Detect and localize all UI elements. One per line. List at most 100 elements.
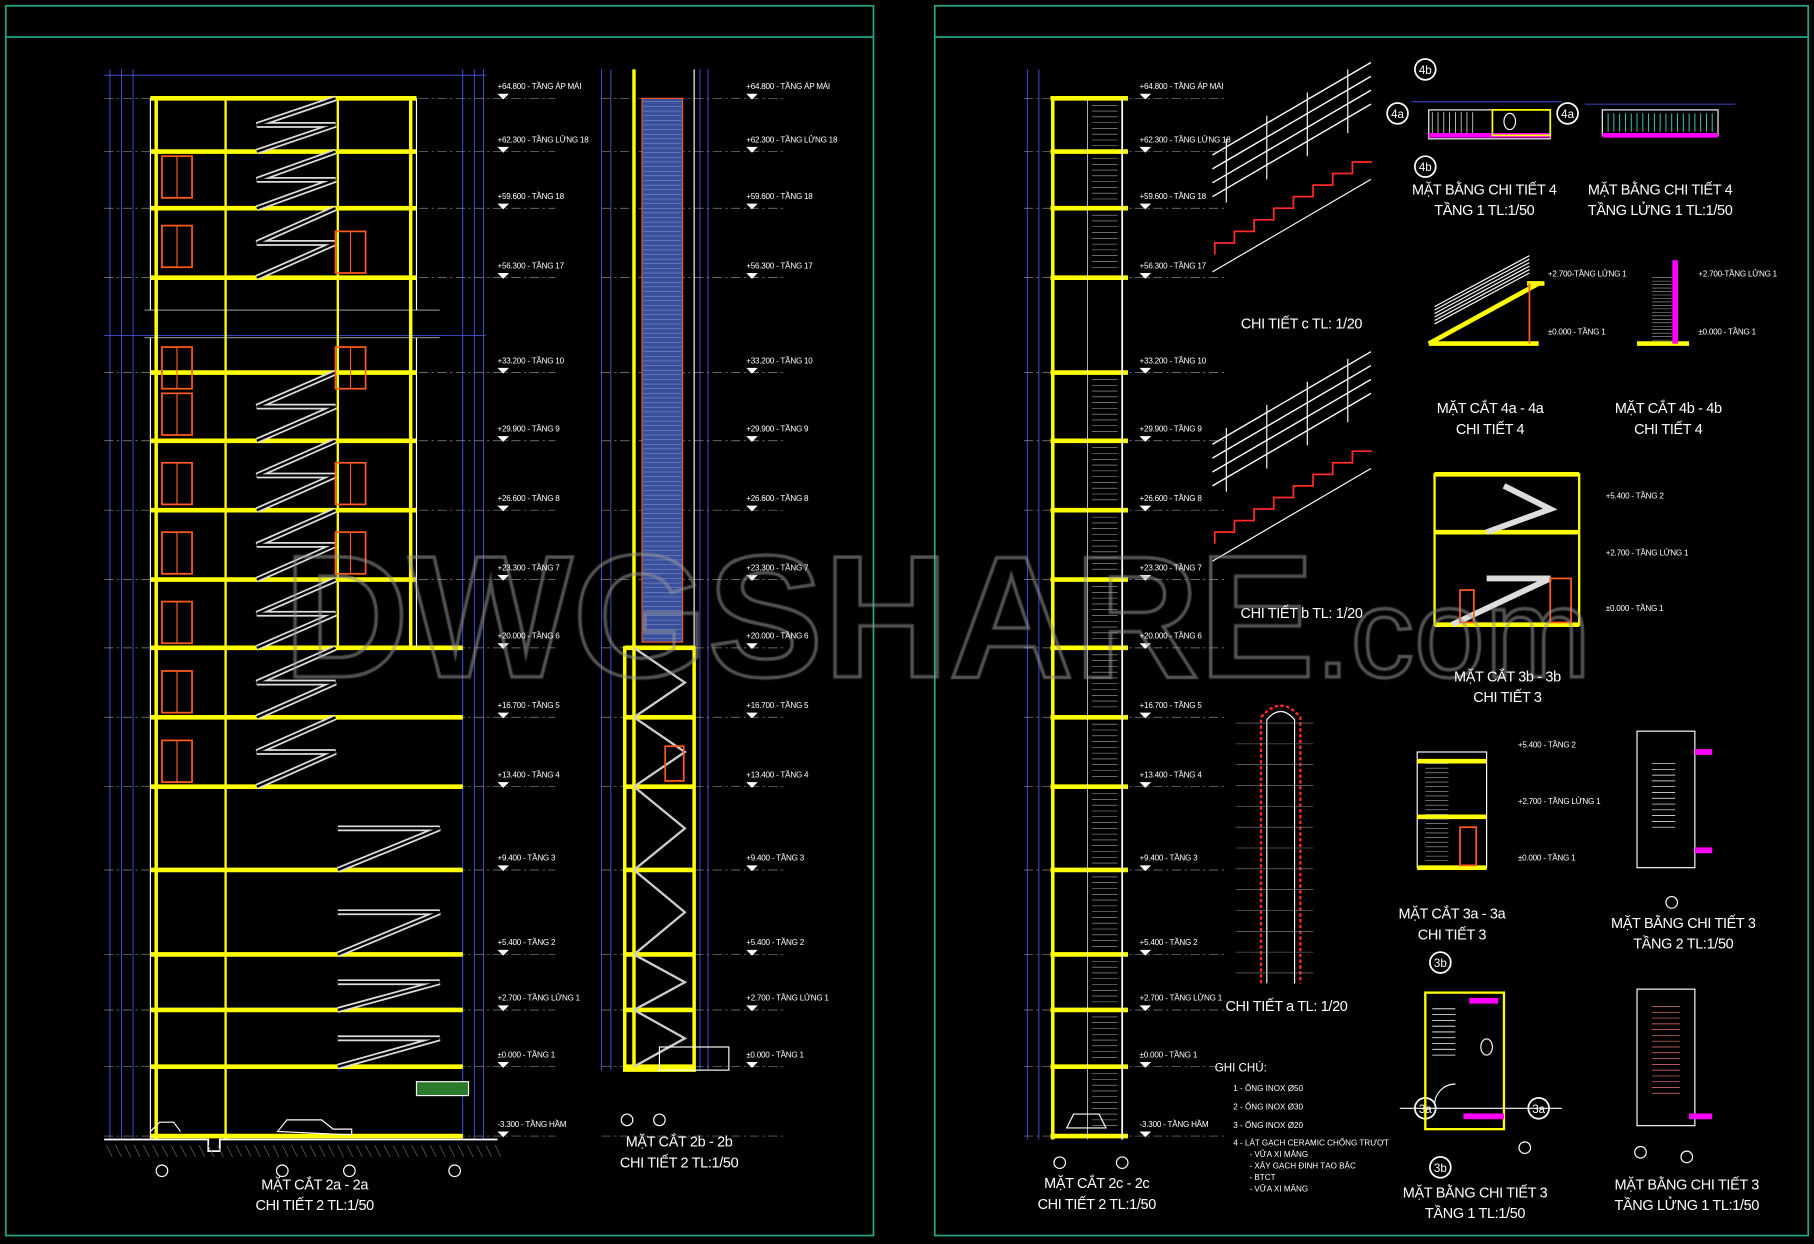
grid-axis-bubble [1518, 1141, 1532, 1155]
level-label: -3.300 - TẦNG HẦM [1139, 1121, 1209, 1130]
stair-flight [1485, 483, 1558, 535]
stair-flight [337, 981, 440, 1012]
title-scale: CHI TIẾT 3 [1473, 689, 1542, 706]
ground-hatch [476, 1145, 483, 1158]
ground-hatch [263, 1145, 270, 1158]
ground-hatch [143, 1145, 150, 1158]
stair-flight [256, 97, 336, 153]
detail-b-rail [1212, 378, 1372, 473]
ground-hatch [291, 1145, 298, 1158]
stair-flight [633, 953, 688, 1011]
level-label: +26.600 - TẦNG 8 [746, 495, 809, 504]
ground-hatch [393, 1145, 400, 1158]
stair-flight [633, 716, 687, 788]
title-line: MẶT CẮT 2c - 2c [1044, 1175, 1150, 1192]
level-label: +59.600 - TẦNG 18 [1139, 193, 1207, 202]
level-label: +2.700-TẦNG LỬNG 1 [1547, 270, 1627, 279]
ground-hatch [198, 1145, 206, 1158]
stair-flight [256, 646, 336, 719]
level-label: +16.700 - TẦNG 5 [1139, 702, 1202, 711]
ground-hatch [467, 1145, 474, 1158]
stair-flight [256, 150, 336, 210]
ground-hatch [226, 1145, 233, 1158]
title-scale: CHI TIẾT 2 TL:1/50 [619, 1154, 739, 1171]
ground-hatch [356, 1145, 363, 1158]
detail-b-rail [1212, 351, 1372, 445]
stair-flight [256, 509, 336, 581]
grid-axis-bubble [1634, 1145, 1647, 1159]
level-label: +2.700 - TẦNG LỬNG 1 [1605, 549, 1689, 558]
detail-c-steps [1213, 161, 1373, 255]
title-line: MẶT CẮT 2a - 2a [261, 1176, 369, 1193]
ramp [415, 1081, 470, 1097]
grid-axis-bubble [1053, 1156, 1067, 1170]
level-label: +13.400 - TẦNG 4 [746, 771, 809, 780]
level-label: +62.300 - TẦNG LỬNG 18 [497, 136, 589, 145]
level-label: +13.400 - TẦNG 4 [497, 771, 560, 780]
rail [1434, 258, 1530, 311]
level-label: +29.900 - TẦNG 9 [1139, 425, 1202, 434]
title-detail-c: CHI TIẾT c TL: 1/20 [1240, 314, 1363, 335]
level-label: +5.400 - TẦNG 2 [1139, 939, 1198, 948]
level-label: +16.700 - TẦNG 5 [497, 702, 560, 711]
note-item: - XÂY GẠCH ĐINH TẠO BẬC [1249, 1162, 1356, 1171]
plan-3-mezz-outline [1636, 988, 1696, 1127]
ground-hatch [374, 1145, 381, 1158]
level-label: +56.300 - TẦNG 17 [746, 262, 813, 271]
level-label: +56.300 - TẦNG 17 [1139, 262, 1207, 271]
detail-b-steps [1213, 450, 1373, 544]
ground-hatch [439, 1145, 446, 1158]
level-label: +64.800 - TẦNG ÁP MÁI [746, 83, 830, 92]
stair-flight [1450, 575, 1552, 628]
level-label: +23.300 - TẦNG 7 [1139, 564, 1202, 573]
level-label: -3.300 - TẦNG HẦM [497, 1121, 567, 1130]
detail-b-stringer [1212, 468, 1372, 562]
section-mark-label: 4a [1561, 109, 1574, 121]
level-label: +5.400 - TẦNG 2 [746, 939, 805, 948]
title-scale: TẦNG 1 TL:1/50 [1424, 1205, 1526, 1222]
level-label: +59.600 - TẦNG 18 [497, 193, 564, 202]
ground-hatch [328, 1145, 335, 1158]
ground-hatch [309, 1145, 317, 1158]
notes-heading: GHI CHÚ: [1214, 1062, 1267, 1075]
detail-c-stringer [1212, 178, 1372, 273]
level-label: ±0.000 - TẦNG 1 [1698, 328, 1756, 337]
stair-flight [256, 578, 336, 649]
level-label: +9.400 - TẦNG 3 [746, 854, 805, 864]
title-line: CHI TIẾT c TL: 1/20 [1240, 315, 1363, 333]
title-scale: CHI TIẾT 3 [1417, 926, 1487, 943]
ground-hatch [272, 1145, 280, 1158]
title-line: MẶT BẰNG CHI TIẾT 4 [1587, 181, 1733, 198]
title-scale: CHI TIẾT 4 [1455, 421, 1525, 438]
ground-hatch [161, 1145, 169, 1158]
detail-b-rail [1212, 392, 1372, 487]
ground-hatch [244, 1145, 252, 1158]
title-scale: CHI TIẾT 2 TL:1/50 [255, 1197, 375, 1214]
grid-axis-bubble [448, 1164, 462, 1178]
ground-hatch [235, 1145, 243, 1158]
level-label: +2.700-TẦNG LỬNG 1 [1698, 270, 1777, 279]
stair-flight [256, 371, 336, 442]
detail-c-rail [1212, 103, 1372, 198]
stair-flight [633, 869, 687, 956]
level-label: +2.700 - TẦNG LỬNG 1 [746, 994, 829, 1004]
level-label: +59.600 - TẦNG 18 [746, 193, 813, 202]
rail [1434, 265, 1530, 318]
grid-axis-bubble [1665, 896, 1679, 909]
ground-hatch [189, 1145, 196, 1158]
detail-b-rail [1212, 364, 1372, 459]
level-label: +20.000 - TẦNG 6 [1139, 632, 1202, 641]
section-3b-outline [1433, 473, 1581, 626]
stair-flight [337, 1037, 440, 1068]
level-label: +5.400 - TẦNG 2 [497, 939, 556, 948]
note-item: 1 - ỐNG INOX Ø50 [1233, 1085, 1304, 1094]
title-scale: TẦNG LỬNG 1 TL:1/50 [1614, 1197, 1760, 1214]
